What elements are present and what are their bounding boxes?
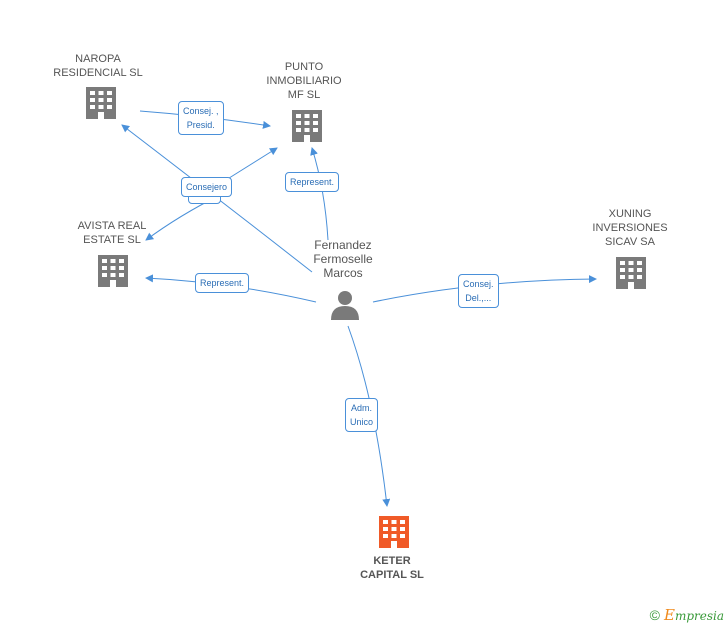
node-label-xuning[interactable]: XUNING INVERSIONES SICAV SA xyxy=(592,208,668,248)
edge-label-person-punto: Represent. xyxy=(285,172,340,192)
node-label-keter[interactable]: KETER CAPITAL SL xyxy=(360,555,424,581)
footer-brand: ©Empresia xyxy=(650,606,724,624)
edge-label-person-avista: Represent. xyxy=(195,273,250,293)
naropa-building-icon[interactable] xyxy=(86,87,116,119)
person-icon[interactable] xyxy=(331,291,359,320)
edge-label-person-keter: Adm. Unico xyxy=(345,398,379,432)
edge-label-consejero: Consejero xyxy=(181,177,233,197)
copyright-icon: © xyxy=(649,607,660,623)
punto-building-icon[interactable] xyxy=(292,110,322,142)
node-label-person[interactable]: Fernandez Fermoselle Marcos xyxy=(313,238,373,280)
brand-initial: E xyxy=(663,606,675,624)
xuning-building-icon[interactable] xyxy=(616,257,646,289)
node-label-avista[interactable]: AVISTA REAL ESTATE SL xyxy=(77,220,147,246)
node-label-naropa[interactable]: NAROPA RESIDENCIAL SL xyxy=(53,53,143,79)
edge-label-naropa-punto: Consej. , Presid. xyxy=(178,101,224,135)
edge-person-punto xyxy=(310,147,329,241)
brand-name: mpresia xyxy=(674,609,724,623)
node-label-punto[interactable]: PUNTO INMOBILIARIO MF SL xyxy=(266,61,342,101)
edge-label-person-xuning: Consej. Del.,... xyxy=(458,274,499,308)
avista-building-icon[interactable] xyxy=(98,255,128,287)
keter-building-icon[interactable] xyxy=(379,516,409,548)
